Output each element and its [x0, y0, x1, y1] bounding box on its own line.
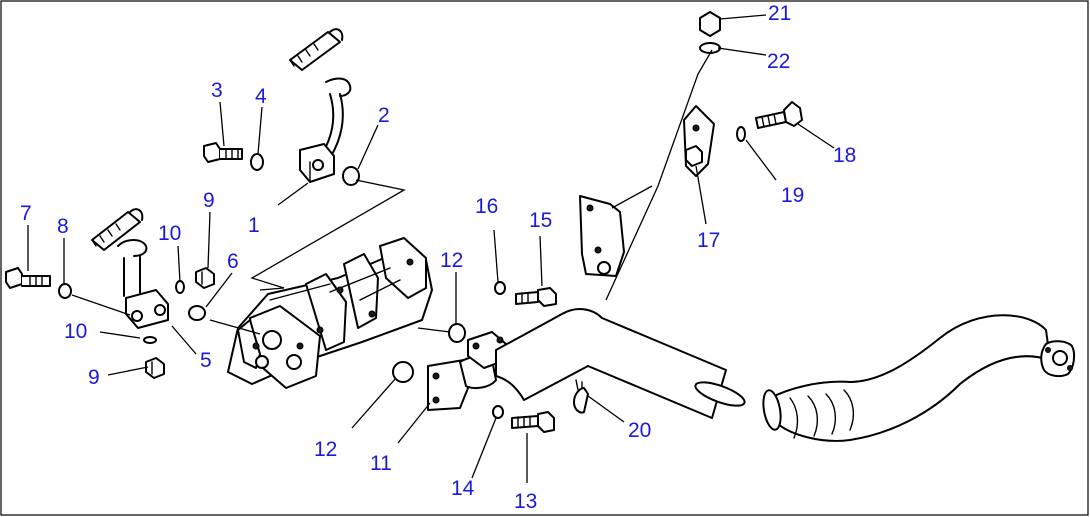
part-9-plug-lower	[145, 357, 165, 379]
mounting-bracket	[579, 195, 625, 277]
part-18-bolt	[755, 101, 803, 129]
part-3-bolt	[203, 142, 243, 163]
part-15-bolt	[515, 287, 557, 307]
part-22-washer	[699, 42, 721, 54]
suction-pipe-rear	[762, 314, 1076, 442]
suction-pipe-front	[495, 308, 746, 419]
callout-21: 21	[768, 2, 791, 25]
callout-8: 8	[57, 215, 69, 238]
part-9-plug-upper	[195, 267, 215, 289]
callout-12-upper: 12	[440, 249, 463, 272]
callout-14: 14	[451, 477, 475, 500]
callout-13: 13	[514, 490, 537, 513]
part-4-washer	[250, 153, 264, 171]
part-19-washer	[736, 126, 746, 142]
callout-2: 2	[378, 104, 390, 127]
part-10-o-ring-upper	[175, 280, 185, 294]
callout-12-lower: 12	[314, 438, 337, 461]
callout-labels: 1 2 3 4 5 6 7 8 9 9 10 10 11 12 12 13 14…	[20, 2, 856, 513]
callout-18: 18	[833, 144, 856, 167]
callout-6: 6	[227, 250, 239, 273]
part-21-nut	[699, 11, 721, 37]
callout-1: 1	[248, 214, 260, 237]
tandem-hydraulic-pump	[227, 237, 433, 389]
part-5-tube-assembly	[91, 208, 169, 329]
part-17-bracket	[683, 105, 715, 177]
part-20-clamp	[573, 379, 589, 414]
callout-11: 11	[370, 452, 392, 475]
callout-10-lower: 10	[64, 320, 87, 343]
part-2-o-ring	[342, 166, 360, 186]
callout-4: 4	[255, 85, 267, 108]
part-11-elbow-flange	[427, 331, 507, 411]
leader-lines	[27, 14, 835, 483]
callout-17: 17	[697, 229, 720, 252]
part-8-washer	[58, 283, 72, 299]
callout-16: 16	[475, 195, 498, 218]
callout-10-upper: 10	[158, 222, 181, 245]
callout-5: 5	[200, 349, 212, 372]
callout-19: 19	[781, 184, 804, 207]
callout-9-lower: 9	[88, 366, 100, 389]
part-14-washer	[492, 405, 504, 419]
callout-9-upper: 9	[203, 189, 215, 212]
callout-15: 15	[529, 209, 552, 232]
part-1-tube-assembly	[289, 28, 352, 183]
callout-22: 22	[767, 50, 790, 73]
callout-3: 3	[211, 79, 223, 102]
part-10-o-ring-lower	[143, 336, 157, 344]
part-16-washer	[494, 281, 506, 295]
part-12-o-ring-lower	[392, 361, 414, 383]
part-7-bolt	[5, 267, 51, 289]
callout-20: 20	[628, 419, 651, 442]
part-6-o-ring	[188, 305, 206, 321]
callout-7: 7	[20, 202, 32, 225]
part-12-o-ring-upper	[448, 323, 466, 343]
part-13-bolt	[511, 411, 555, 433]
